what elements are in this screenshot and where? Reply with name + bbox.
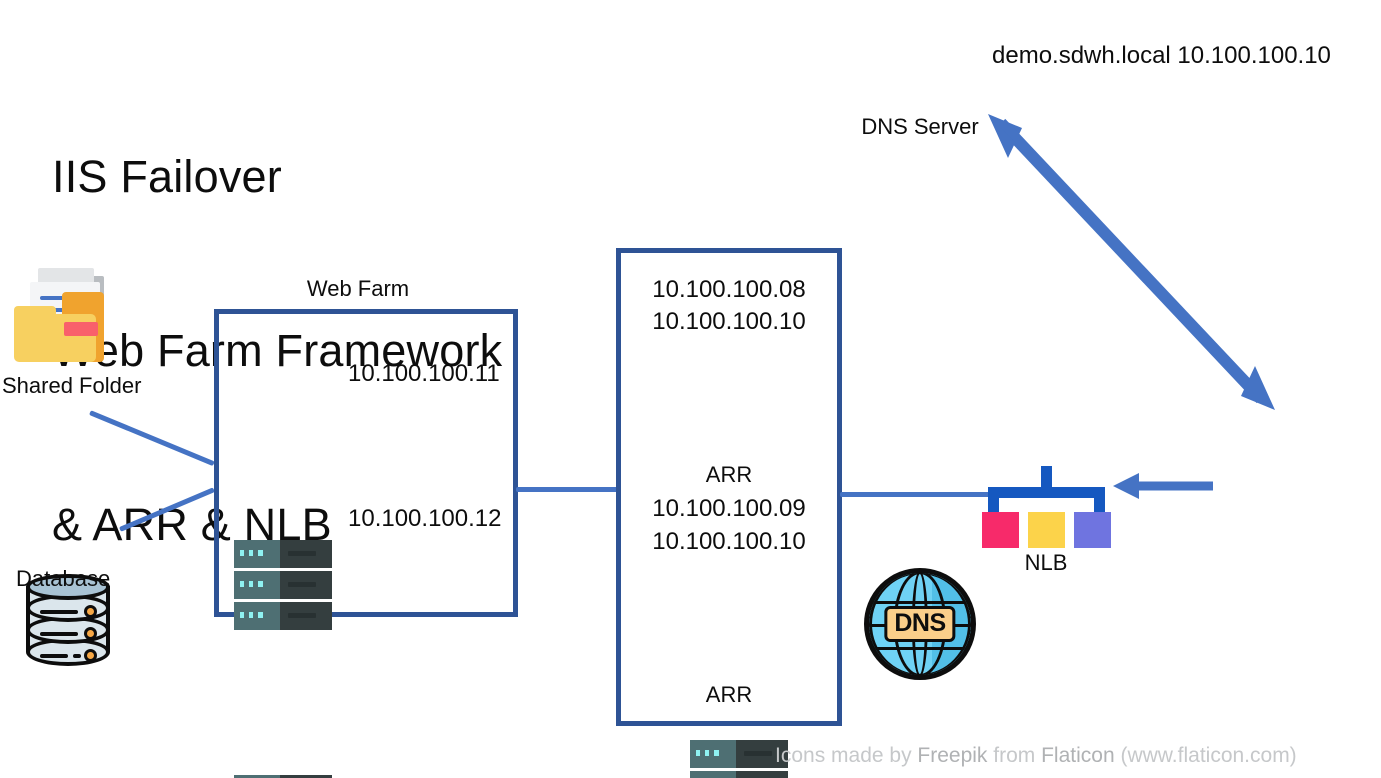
dns-server-label: DNS Server — [861, 114, 979, 139]
credit-site: Flaticon — [1041, 744, 1115, 767]
web-farm-title: Web Farm — [306, 276, 410, 301]
nlb-node-3 — [1074, 512, 1111, 548]
dns-tag-label: DNS — [884, 606, 956, 642]
credit-prefix: Icons made by — [775, 744, 918, 767]
web-farm-server-2-icon — [234, 775, 332, 778]
credit-middle: from — [987, 744, 1042, 767]
arr-node-1-label: ARR — [705, 462, 753, 487]
connector-arr-to-nlb — [840, 492, 990, 497]
credit-suffix: (www.flaticon.com) — [1114, 744, 1297, 767]
database-label: Database — [16, 566, 111, 591]
arrow-to-clients-icon — [998, 118, 1275, 410]
web-farm-server-2-ip: 10.100.100.12 — [348, 505, 502, 532]
nlb-node-1 — [982, 512, 1019, 548]
credit-author: Freepik — [917, 744, 988, 767]
arr-node-1-ip-virtual: 10.100.100.10 — [652, 308, 806, 335]
nlb-wire-trunk — [1041, 466, 1052, 494]
attribution-credit: Icons made by Freepik from Flaticon (www… — [775, 744, 1297, 768]
arr-node-2-label: ARR — [705, 682, 753, 707]
arr-box — [616, 248, 842, 726]
arr-node-1-ip-primary: 10.100.100.08 — [652, 276, 806, 303]
connector-webfarm-to-arr — [516, 487, 620, 492]
web-farm-server-1-icon — [234, 540, 332, 630]
web-farm-box — [214, 309, 518, 617]
nlb-wire-left-drop — [988, 487, 999, 514]
arr-node-2-ip-virtual: 10.100.100.10 — [652, 528, 806, 555]
web-farm-server-1-ip: 10.100.100.11 — [348, 360, 500, 387]
title-line-1: IIS Failover — [52, 151, 282, 202]
dns-globe-icon: DNS — [864, 568, 976, 680]
nlb-wire-bus — [988, 487, 1105, 498]
shared-folder-icon — [14, 262, 118, 368]
arrow-clients-to-nlb-icon — [1113, 473, 1213, 499]
arr-node-1-icon — [690, 740, 788, 778]
nlb-node-2 — [1028, 512, 1065, 548]
nlb-label: NLB — [1024, 550, 1068, 575]
shared-folder-label: Shared Folder — [2, 373, 142, 398]
arr-node-2-ip-primary: 10.100.100.09 — [652, 495, 806, 522]
nlb-wire-right-drop — [1094, 487, 1105, 514]
dns-record-text: demo.sdwh.local 10.100.100.10 — [992, 42, 1331, 69]
dns-client-arrows — [988, 114, 1275, 410]
title-line-2: Web Farm Framework — [52, 325, 503, 376]
database-icon — [26, 574, 110, 670]
